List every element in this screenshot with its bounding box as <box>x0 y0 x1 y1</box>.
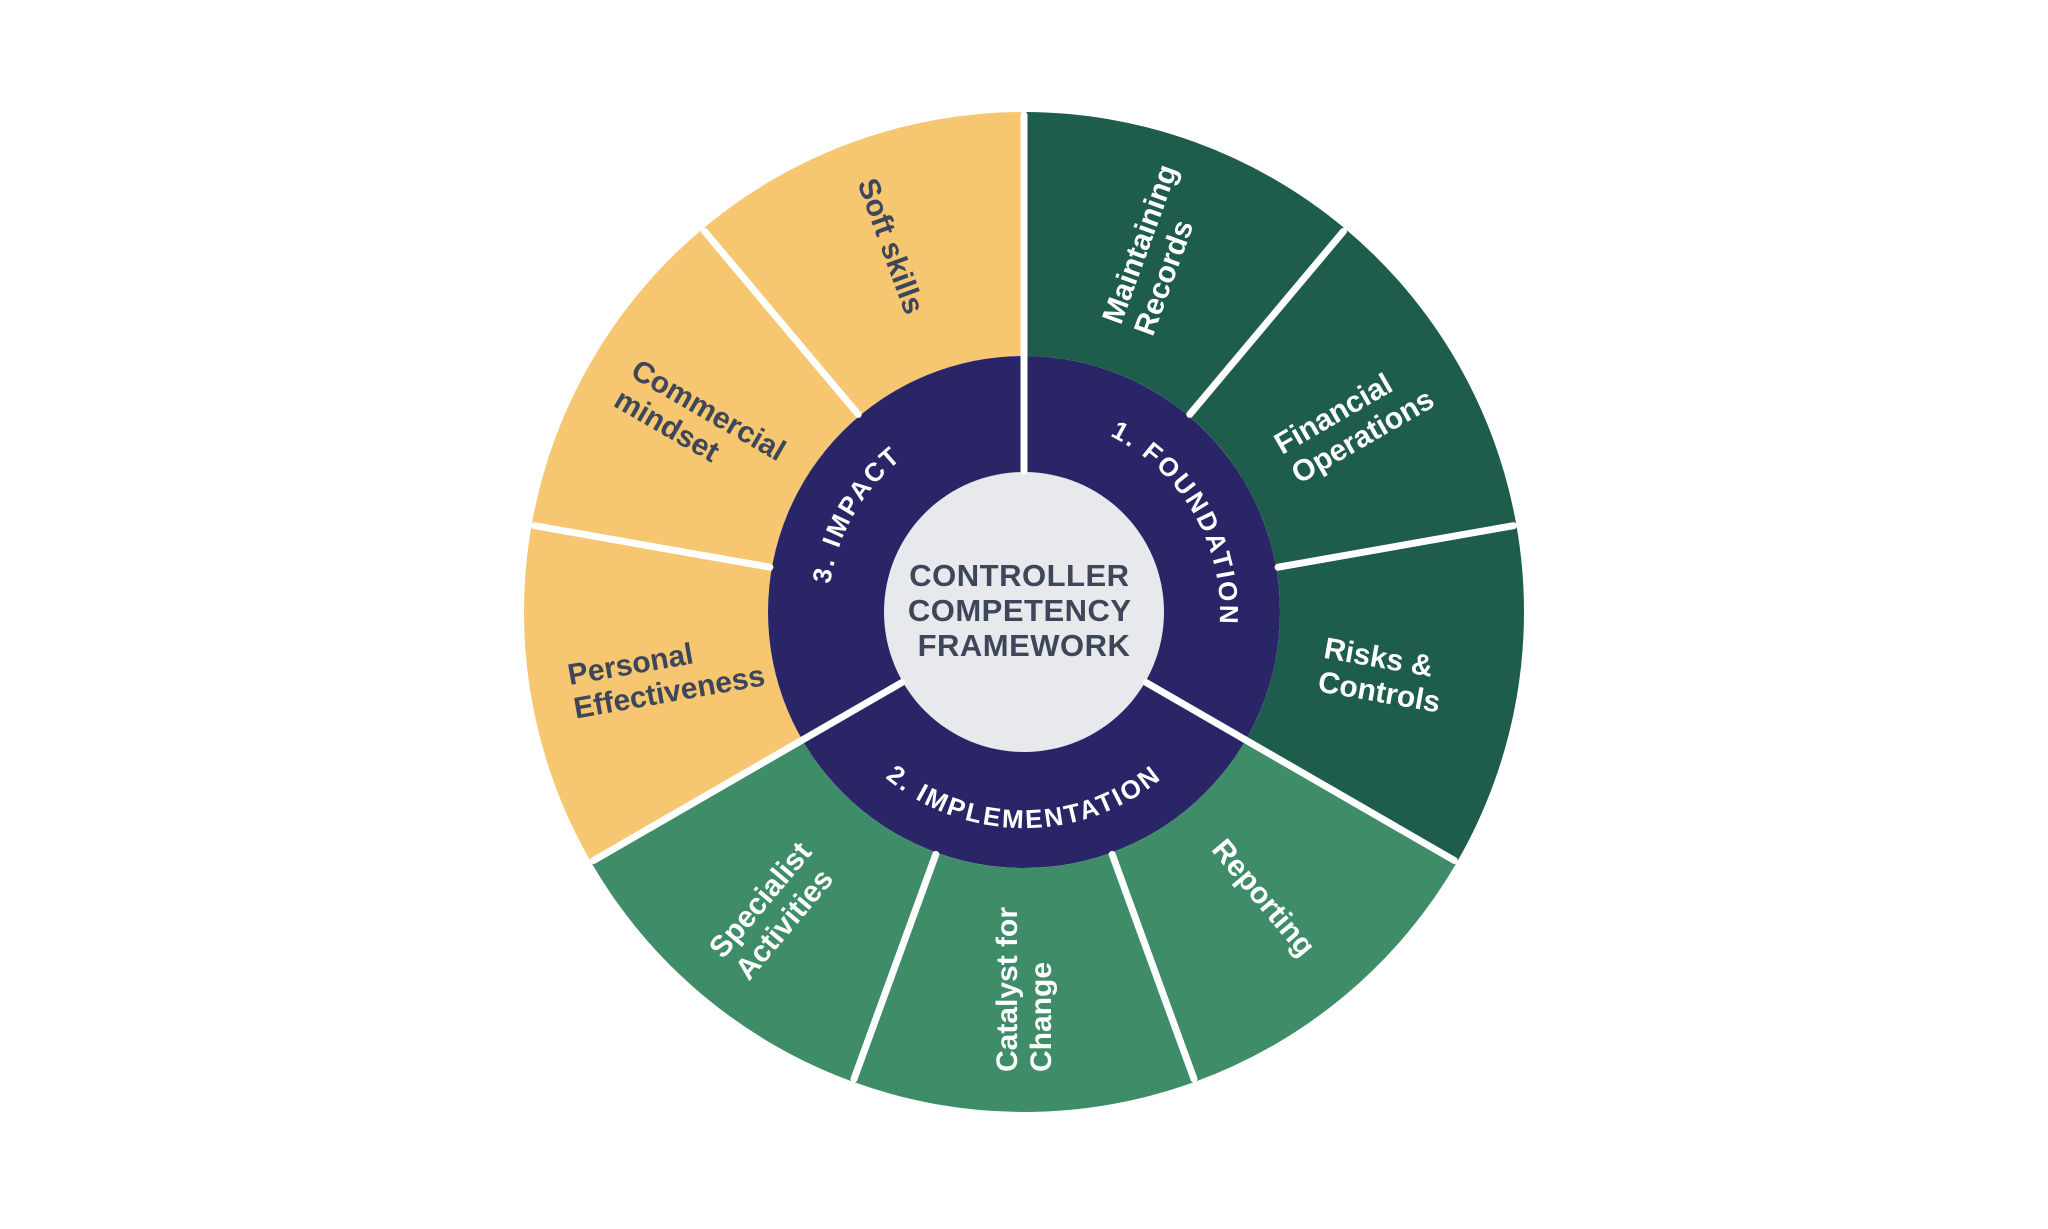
divider-280deg <box>531 522 774 571</box>
center-circle <box>884 472 1164 752</box>
segment-financial-operations <box>1188 229 1517 568</box>
center-title: CONTROLLER COMPETENCY FRAMEWORK <box>908 558 1140 663</box>
divider-group-240deg <box>590 679 906 864</box>
segment-catalyst-for-change <box>853 852 1195 1112</box>
label-catalyst-for-change: Catalyst for Change <box>991 899 1058 1072</box>
segment-maintaining-records <box>1024 112 1346 416</box>
divider-40deg <box>1186 227 1347 418</box>
divider-group-120deg <box>1142 679 1458 864</box>
divider-320deg <box>701 227 862 418</box>
segment-soft-skills <box>702 112 1024 416</box>
divider-200deg <box>850 850 940 1083</box>
divider-80deg <box>1274 522 1517 571</box>
segment-dividers <box>531 111 1517 1083</box>
divider-160deg <box>1108 850 1198 1083</box>
segment-commercial-mindset <box>531 229 860 568</box>
segment-specialist-activities <box>591 740 937 1082</box>
segment-reporting <box>1111 740 1457 1082</box>
